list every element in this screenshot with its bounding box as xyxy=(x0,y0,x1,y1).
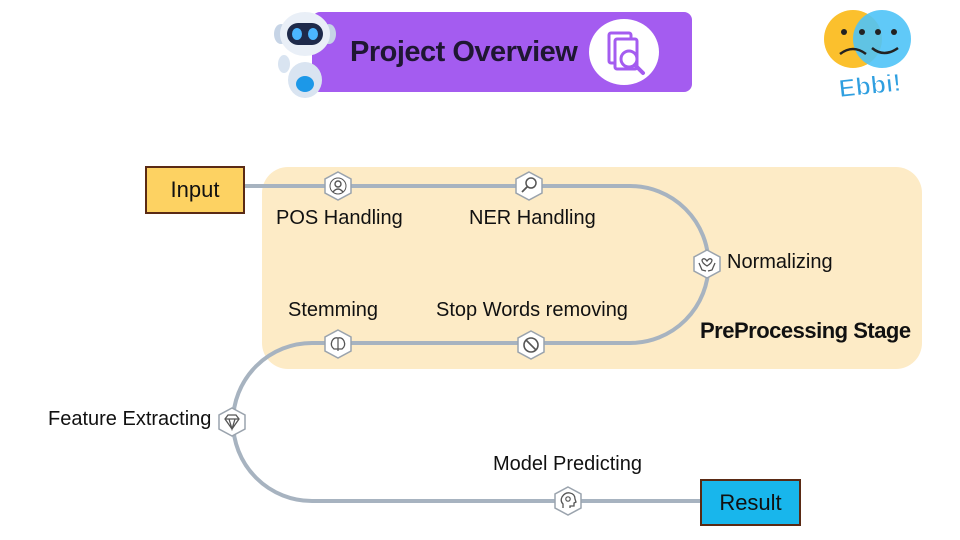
emotion-faces-logo: Ebbi! xyxy=(820,6,920,106)
step-label-pos: POS Handling xyxy=(276,207,403,229)
prohibit-icon xyxy=(517,330,545,360)
hands-heart-icon xyxy=(693,249,721,279)
person-network-icon xyxy=(324,171,352,201)
input-box: Input xyxy=(145,166,245,214)
result-label: Result xyxy=(719,489,782,515)
document-search-icon xyxy=(589,19,659,85)
magnifier-icon xyxy=(515,171,543,201)
input-label: Input xyxy=(170,177,220,202)
step-label-stemming: Stemming xyxy=(288,299,379,321)
diamond-icon xyxy=(218,407,246,437)
result-box: Result xyxy=(700,479,801,526)
page-title: Project Overview xyxy=(350,36,578,68)
head-gear-icon xyxy=(554,486,582,516)
step-label-feature: Feature Extracting xyxy=(48,408,212,430)
brain-gear-icon xyxy=(324,329,352,359)
step-label-ner: NER Handling xyxy=(469,207,596,229)
step-label-stopwords: Stop Words removing xyxy=(436,299,628,321)
logo-text: Ebbi! xyxy=(837,69,902,103)
stage-label: PreProcessing Stage xyxy=(700,318,911,343)
robot-mascot-icon xyxy=(272,6,338,100)
step-label-model: Model Predicting xyxy=(493,453,642,475)
preprocessing-stage-area xyxy=(262,167,922,369)
step-label-normalizing: Normalizing xyxy=(727,251,833,273)
